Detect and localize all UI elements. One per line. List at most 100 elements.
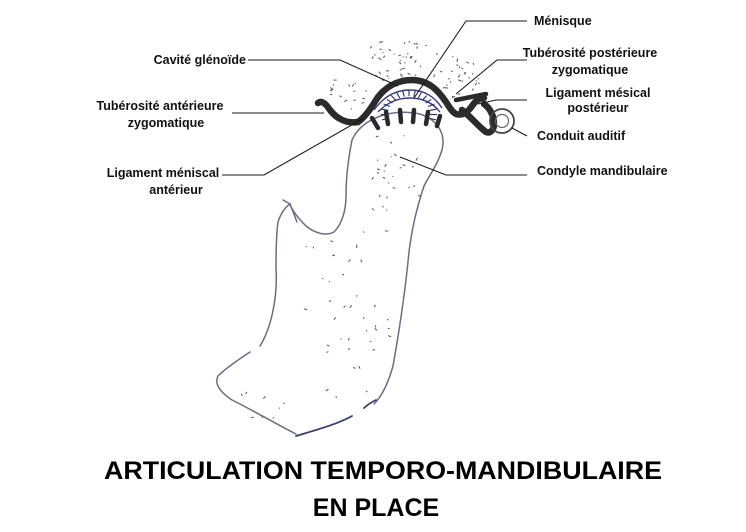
stipple-mark: [385, 229, 387, 232]
stipple-mark: [457, 74, 461, 78]
stipple-mark: [401, 67, 405, 70]
meniscus-hatch-line: [383, 103, 391, 108]
label-tuberosite-posterieure-line1: Tubérosité postérieure: [523, 46, 658, 60]
stipple-mark: [261, 416, 263, 419]
meniscus-hatch-line: [429, 108, 437, 111]
stipple-mark: [449, 80, 452, 83]
stipple-mark: [371, 208, 375, 211]
stipple-mark: [365, 390, 368, 393]
ramus-posterior-border: [373, 185, 425, 405]
label-conduit-auditif: Conduit auditif: [537, 129, 626, 143]
stipple-mark: [344, 99, 348, 102]
stipple-mark: [349, 304, 353, 309]
stipple-mark: [399, 166, 402, 169]
stipple-mark: [282, 402, 285, 405]
leader-condyle-mandibulaire: [399, 156, 527, 176]
mandible-angle: [363, 399, 377, 409]
stipple-mark: [386, 75, 389, 78]
stipple-mark: [332, 84, 335, 86]
stipple-mark: [456, 58, 459, 62]
meniscus-hatch-line: [390, 95, 397, 101]
stipple-mark: [362, 231, 365, 233]
leader-ligament-meniscal-anterieur: [222, 117, 365, 176]
label-menisque: Ménisque: [534, 14, 592, 28]
stipple-mark: [245, 391, 248, 395]
stipple-mark: [478, 82, 480, 85]
stipple-mark: [361, 102, 365, 104]
stipple-mark: [373, 304, 376, 308]
stipple-mark: [445, 84, 448, 87]
stipple-mark: [358, 365, 361, 369]
ligament-stroke: [434, 113, 443, 129]
stipple-mark: [382, 205, 384, 208]
ligament-stroke: [383, 109, 391, 127]
stipple-mark: [347, 337, 350, 341]
stipple-mark: [240, 393, 243, 397]
meniscus-drawing: [369, 89, 443, 131]
ligament-stroke: [369, 115, 381, 131]
stipple-mark: [330, 240, 334, 243]
posterior-ligament-stroke: [453, 91, 489, 103]
stipple-mark: [343, 305, 346, 308]
stipple-mark: [472, 62, 475, 65]
stipple-mark: [362, 316, 365, 320]
condyle-head-outline: [351, 111, 444, 187]
meniscus-hatch-line: [421, 95, 428, 101]
auditory-canal-outer: [489, 108, 515, 134]
stipple-mark: [376, 168, 380, 171]
meniscal-ligament-strokes: [369, 107, 443, 131]
stippling-texture: [240, 40, 480, 419]
stipple-mark: [333, 317, 337, 320]
mandible-base: [295, 415, 353, 437]
stipple-mark: [354, 82, 356, 85]
stipple-mark: [414, 74, 417, 77]
temporal-bone-drawing: [314, 76, 498, 136]
stipple-mark: [360, 259, 363, 263]
stipple-mark: [413, 43, 416, 45]
stipple-mark: [403, 62, 406, 64]
meniscus-hatch-line: [396, 92, 401, 99]
stipple-mark: [392, 187, 396, 189]
label-ligament-meniscal-anterieur-line1: Ligament méniscal: [107, 166, 220, 180]
stipple-mark: [382, 55, 386, 59]
ligament-stroke: [397, 107, 404, 125]
stipple-mark: [330, 87, 332, 89]
stipple-mark: [398, 61, 402, 65]
stipple-mark: [378, 71, 382, 75]
stipple-mark: [466, 61, 469, 64]
stipple-mark: [464, 71, 466, 74]
stipple-mark: [353, 99, 356, 101]
leader-ligament-mesical-posterieur: [477, 99, 527, 105]
meniscus-hatch-line: [429, 117, 437, 121]
stipple-mark: [272, 416, 275, 419]
stipple-mark: [355, 295, 358, 297]
leader-lines: [222, 20, 528, 176]
stipple-mark: [365, 89, 368, 92]
notch-stroke: [282, 199, 298, 223]
stipple-mark: [376, 171, 380, 174]
meniscus-hatch-line: [413, 90, 416, 97]
label-tuberosite-anterieure-line1: Tubérosité antérieure: [97, 99, 224, 113]
stipple-mark: [378, 57, 382, 61]
stipple-mark: [388, 49, 392, 52]
stipple-mark: [335, 395, 337, 399]
stipple-mark: [408, 186, 410, 189]
glenoid-fossa-outline: [314, 76, 488, 126]
leader-conduit-auditif: [511, 127, 528, 137]
stipple-mark: [392, 175, 394, 178]
stipple-mark: [402, 164, 406, 167]
stipple-mark: [381, 79, 384, 82]
stipple-mark: [339, 95, 342, 98]
stipple-mark: [348, 259, 351, 263]
stipple-mark: [393, 153, 397, 157]
stipple-mark: [433, 74, 436, 78]
leader-cavite-glenoide: [248, 59, 399, 87]
stipple-mark: [415, 157, 419, 161]
stipple-mark: [328, 299, 332, 303]
stipple-mark: [450, 70, 453, 73]
stipple-mark: [419, 65, 422, 68]
stipple-mark: [374, 328, 378, 331]
meniscus-hatch-line: [402, 90, 405, 97]
stipple-mark: [468, 76, 470, 79]
stipple-mark: [471, 73, 474, 75]
